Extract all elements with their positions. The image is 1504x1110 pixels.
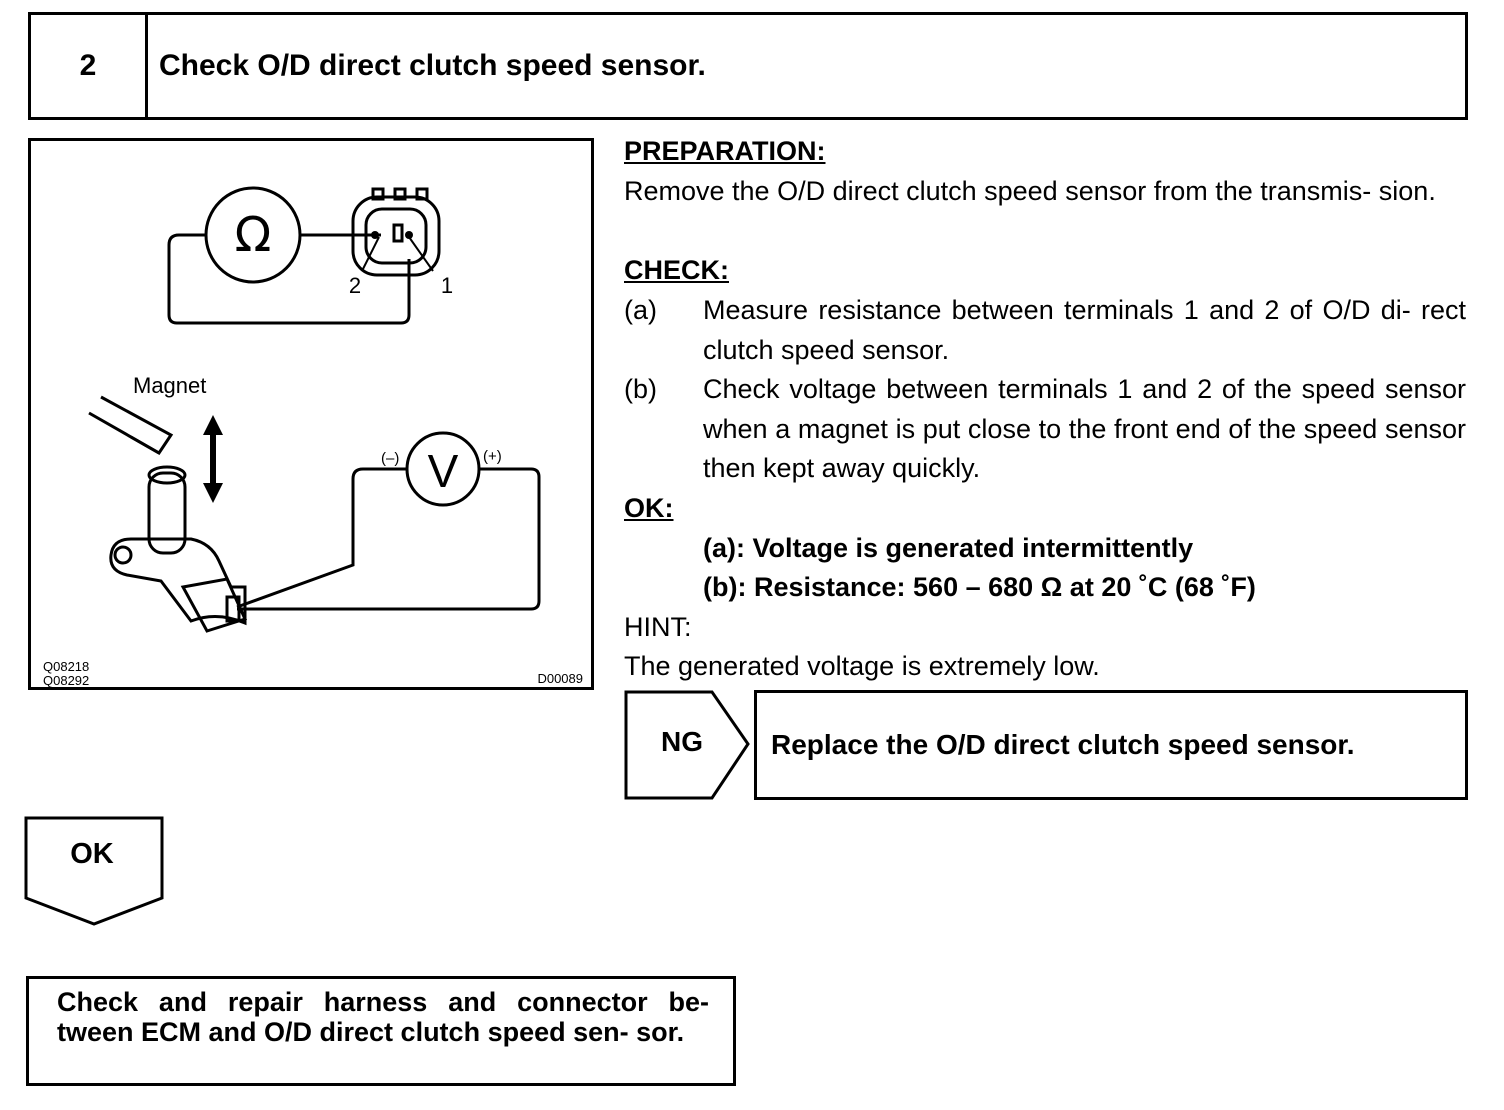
ok-criteria-b: (b): Resistance: 560 – 680 Ω at 20 ˚C (6… — [703, 572, 1256, 602]
ng-arrow-icon — [624, 690, 750, 800]
ohm-symbol: Ω — [235, 207, 272, 263]
check-heading: CHECK: — [624, 255, 729, 285]
negative-label: (–) — [381, 450, 399, 467]
ok-criteria-a: (a): Voltage is generated intermittently — [703, 533, 1194, 563]
ok-action-text: Check and repair harness and connector b… — [57, 987, 709, 1047]
check-item-a-marker: (a) — [624, 295, 657, 325]
step-header: 2 Check O/D direct clutch speed sensor. — [28, 12, 1468, 120]
magnet-label: Magnet — [133, 373, 206, 398]
volt-symbol: V — [428, 445, 459, 497]
speed-sensor-icon — [147, 471, 187, 555]
check-item-b-text: Check voltage between terminals 1 and 2 … — [703, 374, 1466, 483]
check-item-a-text: Measure resistance between terminals 1 a… — [703, 295, 1466, 365]
ok-arrow-icon — [24, 816, 164, 926]
terminal-2-label: 2 — [349, 273, 361, 298]
ok-heading: OK: — [624, 493, 674, 523]
step-title: Check O/D direct clutch speed sensor. — [159, 49, 706, 82]
figure-code-1: Q08218 — [43, 659, 89, 674]
figure-code-3: D00089 — [537, 671, 583, 686]
check-item-b-marker: (b) — [624, 374, 657, 404]
figure-code-2: Q08292 — [43, 673, 89, 687]
preparation-text: Remove the O/D direct clutch speed senso… — [624, 176, 1436, 206]
sensor-illustration: Ω V 2 1 Magnet (–) (+) Q08218 Q08292 D00… — [28, 138, 594, 690]
step-number: 2 — [31, 15, 148, 117]
ng-action-text: Replace the O/D direct clutch speed sens… — [771, 729, 1355, 760]
ok-action-box: Check and repair harness and connector b… — [26, 976, 736, 1086]
sensor-diagram: Ω V 2 1 Magnet (–) (+) Q08218 Q08292 D00… — [43, 186, 583, 687]
preparation-heading: PREPARATION: — [624, 136, 826, 166]
hint-heading: HINT: — [624, 612, 692, 642]
positive-label: (+) — [483, 448, 502, 465]
terminal-1-label: 1 — [441, 273, 453, 298]
hint-text: The generated voltage is extremely low. — [624, 651, 1100, 681]
ng-label: NG — [661, 726, 703, 757]
ng-action-box: Replace the O/D direct clutch speed sens… — [754, 690, 1468, 800]
ok-label: OK — [70, 838, 114, 870]
